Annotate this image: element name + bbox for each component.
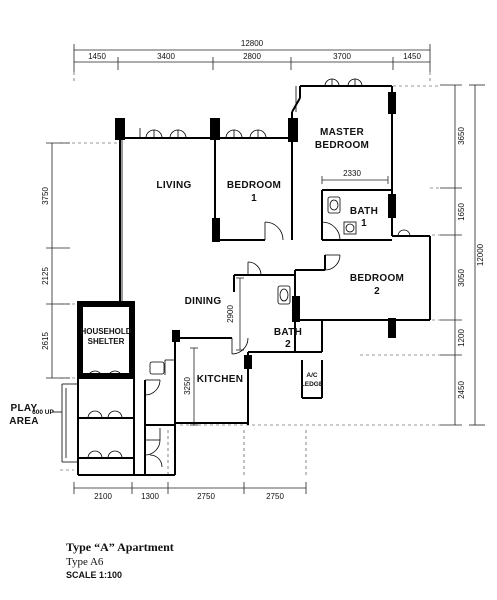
- dim-top-5: 1450: [403, 52, 421, 61]
- room-dining: DINING: [185, 296, 222, 307]
- dim-right-total: 12000: [476, 243, 485, 266]
- dimension-lines: [46, 44, 485, 494]
- dim-left-2: 2125: [41, 267, 50, 285]
- room-bedroom1-line2: 1: [251, 193, 257, 204]
- dim-left-3: 2615: [41, 332, 50, 350]
- dim-right-2: 1650: [457, 203, 466, 221]
- plan-captions: Type “A” Apartment Type A6 SCALE 1:100: [66, 540, 174, 582]
- room-bedroom2-line2: 2: [374, 286, 380, 297]
- room-kitchen: KITCHEN: [197, 374, 244, 385]
- plan-scale: SCALE 1:100: [66, 570, 123, 580]
- windows: [87, 78, 411, 459]
- dim-bottom-2: 1300: [141, 492, 159, 501]
- dim-top-2: 3400: [157, 52, 175, 61]
- sanitary-fixtures: [149, 196, 357, 375]
- room-living: LIVING: [156, 180, 191, 191]
- dim-top-3: 2800: [243, 52, 261, 61]
- room-bath2-line2: 2: [285, 339, 291, 350]
- plan-type: Type A6: [66, 556, 104, 568]
- dim-top-total: 12800: [241, 39, 264, 48]
- room-play-area-line1: PLAY: [11, 403, 38, 414]
- dim-bottom-4: 2750: [266, 492, 284, 501]
- room-ac-ledge-line1: A/C: [306, 372, 318, 379]
- room-master-line2: BEDROOM: [315, 140, 369, 151]
- structural-columns: [115, 92, 396, 369]
- doors: [144, 221, 341, 468]
- dim-bath2-height: 2900: [226, 305, 235, 323]
- dim-left-1: 3750: [41, 187, 50, 205]
- thin-lines: [61, 86, 297, 463]
- dim-kitchen-height: 3250: [183, 377, 192, 395]
- dim-top-1: 1450: [88, 52, 106, 61]
- room-shelter-line2: SHELTER: [88, 337, 125, 346]
- grid-guides: [60, 72, 440, 478]
- dim-bath1-width: 2330: [343, 169, 361, 178]
- dim-right-1: 3650: [457, 127, 466, 145]
- household-shelter: [77, 301, 135, 379]
- dim-right-4: 1200: [457, 329, 466, 347]
- room-play-area-line2: AREA: [9, 416, 39, 427]
- room-shelter-line1: HOUSEHOLD: [80, 327, 131, 336]
- dim-bottom-3: 2750: [197, 492, 215, 501]
- room-master-line1: MASTER: [320, 127, 364, 138]
- plan-title: Type “A” Apartment: [66, 540, 174, 554]
- room-bath1-line2: 1: [361, 218, 367, 229]
- room-ac-ledge-line2: LEDGE: [301, 381, 324, 388]
- room-bath1-line1: BATH: [350, 206, 378, 217]
- dim-bottom-1: 2100: [94, 492, 112, 501]
- room-labels: LIVING BEDROOM 1 MASTER BEDROOM BATH 1 B…: [9, 127, 404, 427]
- room-bedroom1-line1: BEDROOM: [227, 180, 281, 191]
- dimension-text: 12800 1450 3400 2800 3700 1450 2100 1300…: [41, 39, 485, 501]
- room-bath2-line1: BATH: [274, 327, 302, 338]
- dim-right-3: 3050: [457, 269, 466, 287]
- label-600-up: 600 UP: [32, 409, 54, 416]
- room-bedroom2-line1: BEDROOM: [350, 273, 404, 284]
- dim-top-4: 3700: [333, 52, 351, 61]
- dim-right-5: 2450: [457, 381, 466, 399]
